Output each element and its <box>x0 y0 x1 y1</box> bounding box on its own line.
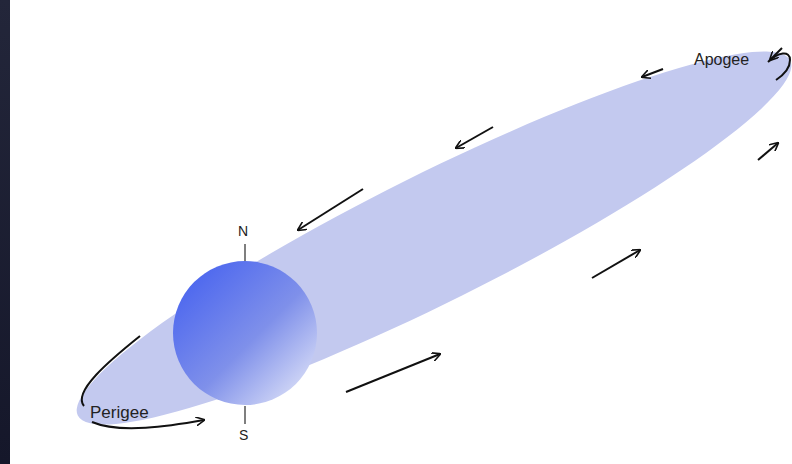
orbit-ellipse <box>49 3 792 464</box>
north-tick <box>244 244 246 261</box>
apogee-label: Apogee <box>694 52 749 68</box>
north-label: N <box>238 224 248 238</box>
south-label: S <box>239 428 248 442</box>
perigee-label: Perigee <box>90 404 149 421</box>
orbit-arrows <box>82 48 790 428</box>
earth-sphere <box>173 261 317 405</box>
south-tick <box>244 406 246 424</box>
